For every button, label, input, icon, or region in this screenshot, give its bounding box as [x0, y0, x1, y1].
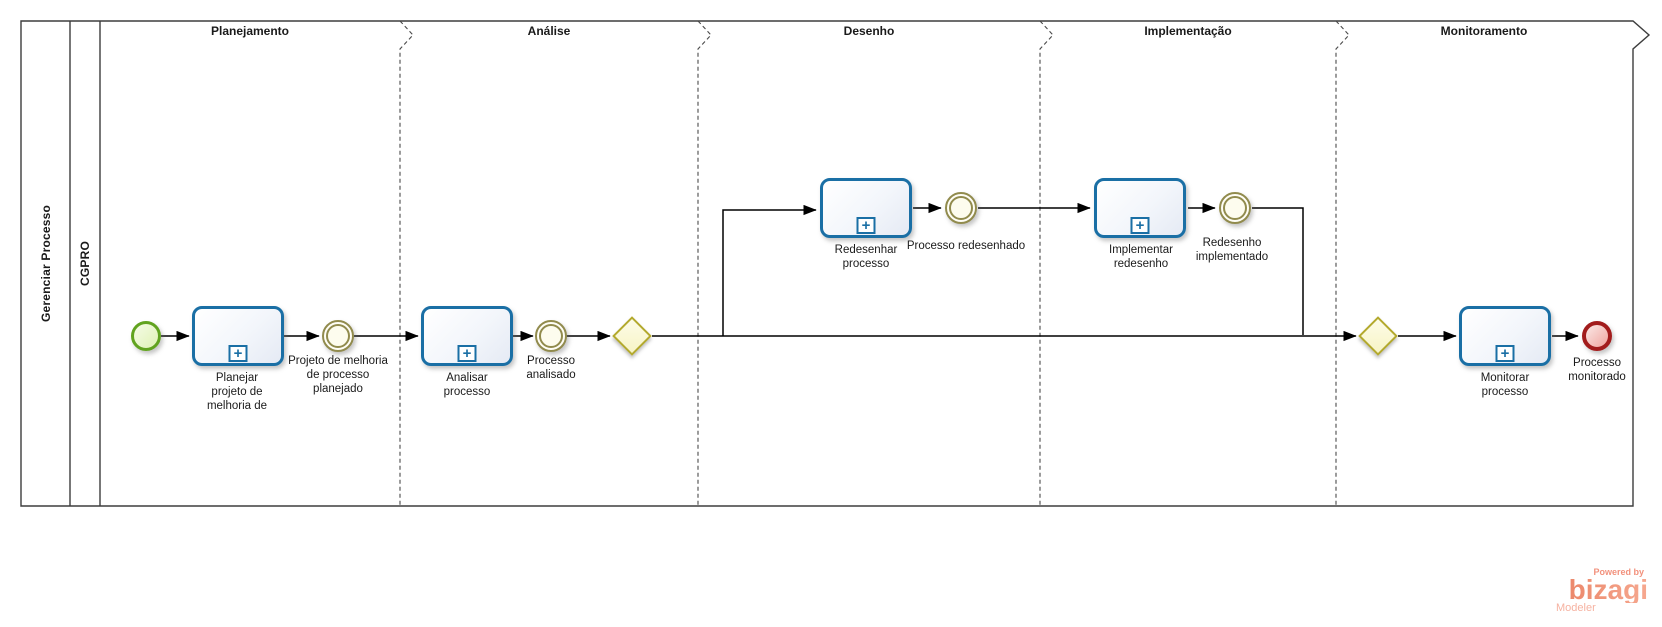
label-projeto-planejado: Projeto de melhoria de processo planejad…	[288, 355, 388, 395]
lane-title: CGPRO	[78, 240, 92, 286]
label-monitorar: Monitorar processo	[1480, 372, 1530, 398]
event-projeto-planejado	[322, 320, 354, 352]
intermediate-event-ring	[1223, 196, 1247, 220]
subprocess-plus-icon	[457, 345, 477, 362]
subprocess-plus-icon	[856, 217, 876, 234]
sequence-flows	[161, 202, 1579, 342]
intermediate-event-ring	[326, 324, 350, 348]
label-planejar: Planejar projeto de melhoria de	[206, 372, 268, 411]
event-redesenho-implementado	[1219, 192, 1251, 224]
label-processo-monitorado: Processo monitorado	[1568, 357, 1626, 383]
label-processo-analisado: Processo analisado	[526, 355, 576, 381]
task-planejar	[192, 306, 284, 366]
task-analisar	[421, 306, 513, 366]
subprocess-plus-icon	[1130, 217, 1150, 234]
phase-planejamento: Planejamento	[210, 24, 290, 38]
bizagi-logo: bizagi	[1548, 576, 1648, 604]
intermediate-event-ring	[539, 324, 563, 348]
phase-implementacao: Implementação	[1144, 24, 1232, 38]
pool-border	[20, 20, 1651, 507]
phase-desenho: Desenho	[843, 24, 895, 38]
start-event	[131, 321, 161, 351]
pool-header: Gerenciar Processo	[21, 21, 70, 506]
subprocess-plus-icon	[1495, 345, 1515, 362]
subprocess-plus-icon	[228, 345, 248, 362]
bizagi-watermark: Powered by bizagi Modeler	[1548, 567, 1648, 614]
lane-header: CGPRO	[70, 21, 100, 506]
event-processo-redesenhado	[945, 192, 977, 224]
task-redesenhar	[820, 178, 912, 238]
label-analisar: Analisar processo	[443, 372, 491, 398]
powered-by-text: Powered by	[1593, 567, 1644, 577]
phase-analise: Análise	[527, 24, 571, 38]
phase-monitoramento: Monitoramento	[1440, 24, 1528, 38]
pool-title: Gerenciar Processo	[38, 205, 53, 322]
task-implementar	[1094, 178, 1186, 238]
intermediate-event-ring	[949, 196, 973, 220]
label-redesenhar: Redesenhar processo	[834, 244, 898, 270]
label-processo-redesenhado: Processo redesenhado	[906, 240, 1026, 252]
task-monitorar	[1459, 306, 1551, 366]
bizagi-modeler-text: Modeler	[1556, 602, 1596, 614]
label-implementar: Implementar redesenho	[1109, 244, 1173, 270]
end-event	[1582, 321, 1612, 351]
event-processo-analisado	[535, 320, 567, 352]
label-redesenho-implementado: Redesenho implementado	[1195, 237, 1269, 263]
phase-dividers	[399, 20, 1350, 506]
